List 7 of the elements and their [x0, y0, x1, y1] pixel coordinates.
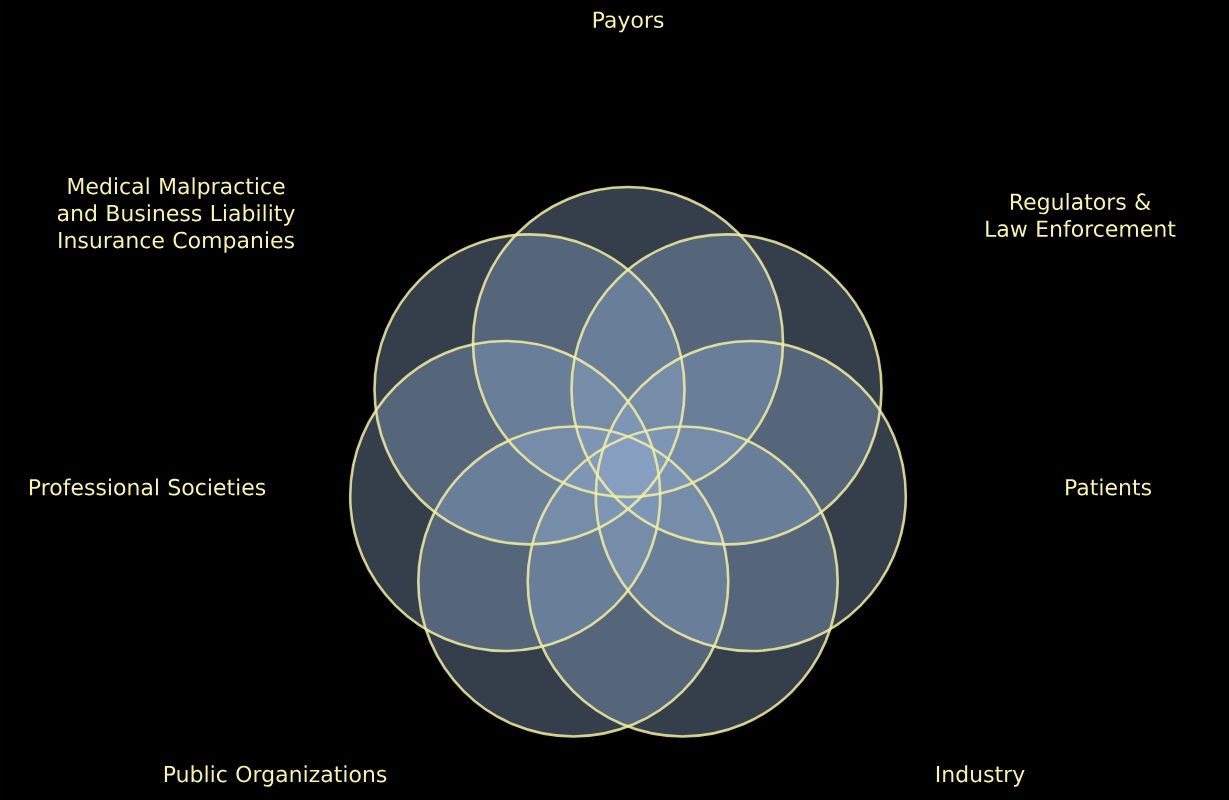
stakeholder-label: Professional Societies: [29, 478, 266, 496]
stakeholder-label: Medical Malpractice and Business Liability Insurance Companies: [57, 177, 295, 253]
stakeholder-label: Public Organizations: [164, 765, 387, 787]
stakeholder-label: Payors: [593, 11, 664, 33]
stakeholder-label: Patients: [1066, 478, 1151, 496]
stakeholder-label: Industry: [936, 765, 1025, 787]
stakeholder-label: Regulators & Law Enforcement: [986, 193, 1176, 237]
